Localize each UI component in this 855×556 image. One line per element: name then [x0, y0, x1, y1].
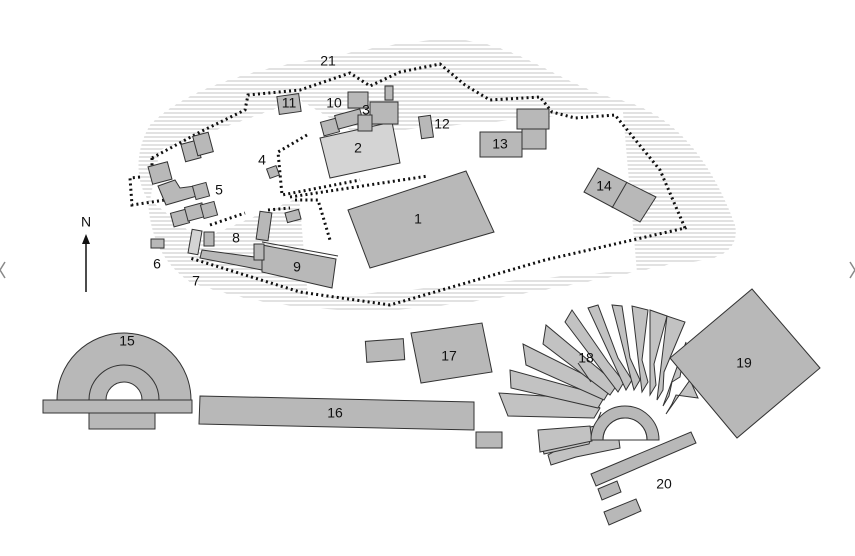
- chevron-right-icon[interactable]: [849, 261, 855, 279]
- label-7: 7: [192, 273, 200, 289]
- building-15-stage: [42, 399, 193, 414]
- label-16: 16: [327, 405, 343, 421]
- building-9a: [255, 210, 273, 242]
- building-20b: [597, 480, 622, 501]
- building-20c: [603, 498, 642, 526]
- label-10: 10: [326, 95, 342, 111]
- label-8: 8: [232, 230, 240, 246]
- building-16b: [475, 431, 503, 449]
- building-7a: [203, 231, 215, 247]
- building-8c: [199, 200, 219, 220]
- building-10c: [357, 114, 373, 132]
- label-21: 21: [320, 53, 336, 69]
- building-4: [265, 164, 281, 180]
- building-9c: [284, 208, 302, 224]
- building-5b: [192, 131, 214, 157]
- building-17: [410, 322, 493, 384]
- label-12: 12: [434, 116, 450, 132]
- label-17: 17: [441, 348, 457, 364]
- building-14-divider: [611, 181, 628, 209]
- building-6: [150, 238, 165, 249]
- building-9-edge: [261, 241, 339, 257]
- label-6: 6: [153, 256, 161, 272]
- building-20a: [590, 431, 697, 487]
- building-9: [261, 244, 337, 289]
- building-7-stair: [187, 228, 203, 256]
- building-13c: [479, 131, 523, 158]
- chevron-left-icon[interactable]: [0, 261, 6, 279]
- label-4: 4: [258, 152, 266, 168]
- building-18-theatre: [498, 304, 699, 466]
- north-arrow: N: [81, 214, 91, 292]
- label-19: 19: [736, 355, 752, 371]
- building-11: [276, 92, 302, 116]
- building-3b: [369, 101, 399, 125]
- building-5e: [191, 181, 211, 201]
- label-2: 2: [354, 140, 362, 156]
- building-15-skene: [88, 412, 156, 430]
- north-label: N: [81, 214, 91, 230]
- building-3a: [347, 91, 369, 109]
- label-20: 20: [656, 476, 672, 492]
- building-15-orchestra: [105, 381, 143, 401]
- label-14: 14: [596, 178, 612, 194]
- building-12: [417, 114, 435, 140]
- building-5c: [147, 161, 173, 185]
- building-9b: [253, 243, 265, 261]
- label-11: 11: [282, 95, 297, 111]
- label-1: 1: [414, 211, 422, 227]
- building-16-stoa: [198, 395, 475, 431]
- label-9: 9: [293, 259, 301, 275]
- building-1-parthenon: [347, 170, 495, 269]
- building-13a: [516, 108, 550, 130]
- label-5: 5: [215, 182, 223, 198]
- building-17b: [364, 338, 406, 363]
- label-15: 15: [119, 333, 135, 349]
- label-18: 18: [578, 350, 594, 366]
- building-19: [669, 288, 821, 439]
- label-3: 3: [362, 102, 370, 118]
- building-13b: [521, 128, 547, 150]
- label-13: 13: [492, 136, 508, 152]
- building-3c: [384, 85, 394, 101]
